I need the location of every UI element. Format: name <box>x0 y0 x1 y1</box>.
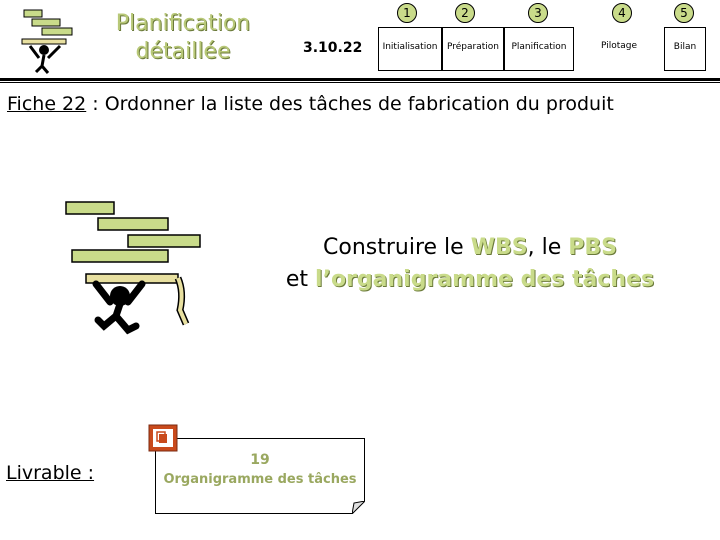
phase-label: Initialisation <box>382 42 438 52</box>
phase-number-5: 5 <box>674 3 694 23</box>
fiche-label: Fiche 22 <box>7 93 87 115</box>
phase-label: Bilan <box>673 42 697 52</box>
page-title: Planification détaillée <box>88 10 278 66</box>
section-code: 3.10.22 <box>303 40 363 56</box>
livrable-label: Livrable : <box>6 462 95 484</box>
title-line-2: détaillée <box>135 39 231 64</box>
statement-prefix: Construire le <box>323 235 471 260</box>
deliverable-number: 19 <box>250 452 270 468</box>
page-fold-icon <box>352 501 365 514</box>
statement-prefix-2: et <box>285 267 316 292</box>
phase-pilotage[interactable]: Pilotage <box>574 27 664 71</box>
fiche-text: Ordonner la liste des tâches de fabricat… <box>104 93 614 115</box>
logo-big <box>58 192 208 342</box>
phase-initialisation[interactable]: Initialisation <box>378 27 442 71</box>
phase-label: Planification <box>511 42 567 52</box>
deliverable-card[interactable] <box>155 438 365 514</box>
header-divider <box>0 78 720 81</box>
phase-number-3: 3 <box>528 3 548 23</box>
phase-preparation[interactable]: Préparation <box>442 27 504 71</box>
main-statement: Construire le WBS, le PBS et l’organigra… <box>260 232 680 296</box>
phase-planification[interactable]: Planification <box>504 27 574 71</box>
phase-number-2: 2 <box>455 3 475 23</box>
statement-line-1: Construire le WBS, le PBS <box>260 232 680 264</box>
statement-line-2: et l’organigramme des tâches <box>260 264 680 296</box>
powerpoint-icon[interactable] <box>148 424 178 452</box>
phase-number-1: 1 <box>397 3 417 23</box>
pbs-term: PBS <box>568 235 617 260</box>
wbs-term: WBS <box>470 235 528 260</box>
phase-label: Pilotage <box>600 41 638 51</box>
header-divider-thin <box>0 82 720 83</box>
man-lifting-bars-icon <box>65 201 201 335</box>
man-lifting-bars-icon <box>21 9 73 74</box>
phase-bilan[interactable]: Bilan <box>664 27 706 71</box>
phase-label: Préparation <box>447 42 499 52</box>
organigramme-term: l’organigramme des tâches <box>315 267 655 292</box>
statement-mid: , le <box>527 235 569 260</box>
phase-number-4: 4 <box>612 3 632 23</box>
deliverable-name: Organigramme des tâches <box>163 472 357 487</box>
logo-small <box>14 6 82 76</box>
fiche-separator: : <box>86 93 105 115</box>
title-line-1: Planification <box>115 11 251 36</box>
fiche-heading: Fiche 22 : Ordonner la liste des tâches … <box>7 92 687 116</box>
